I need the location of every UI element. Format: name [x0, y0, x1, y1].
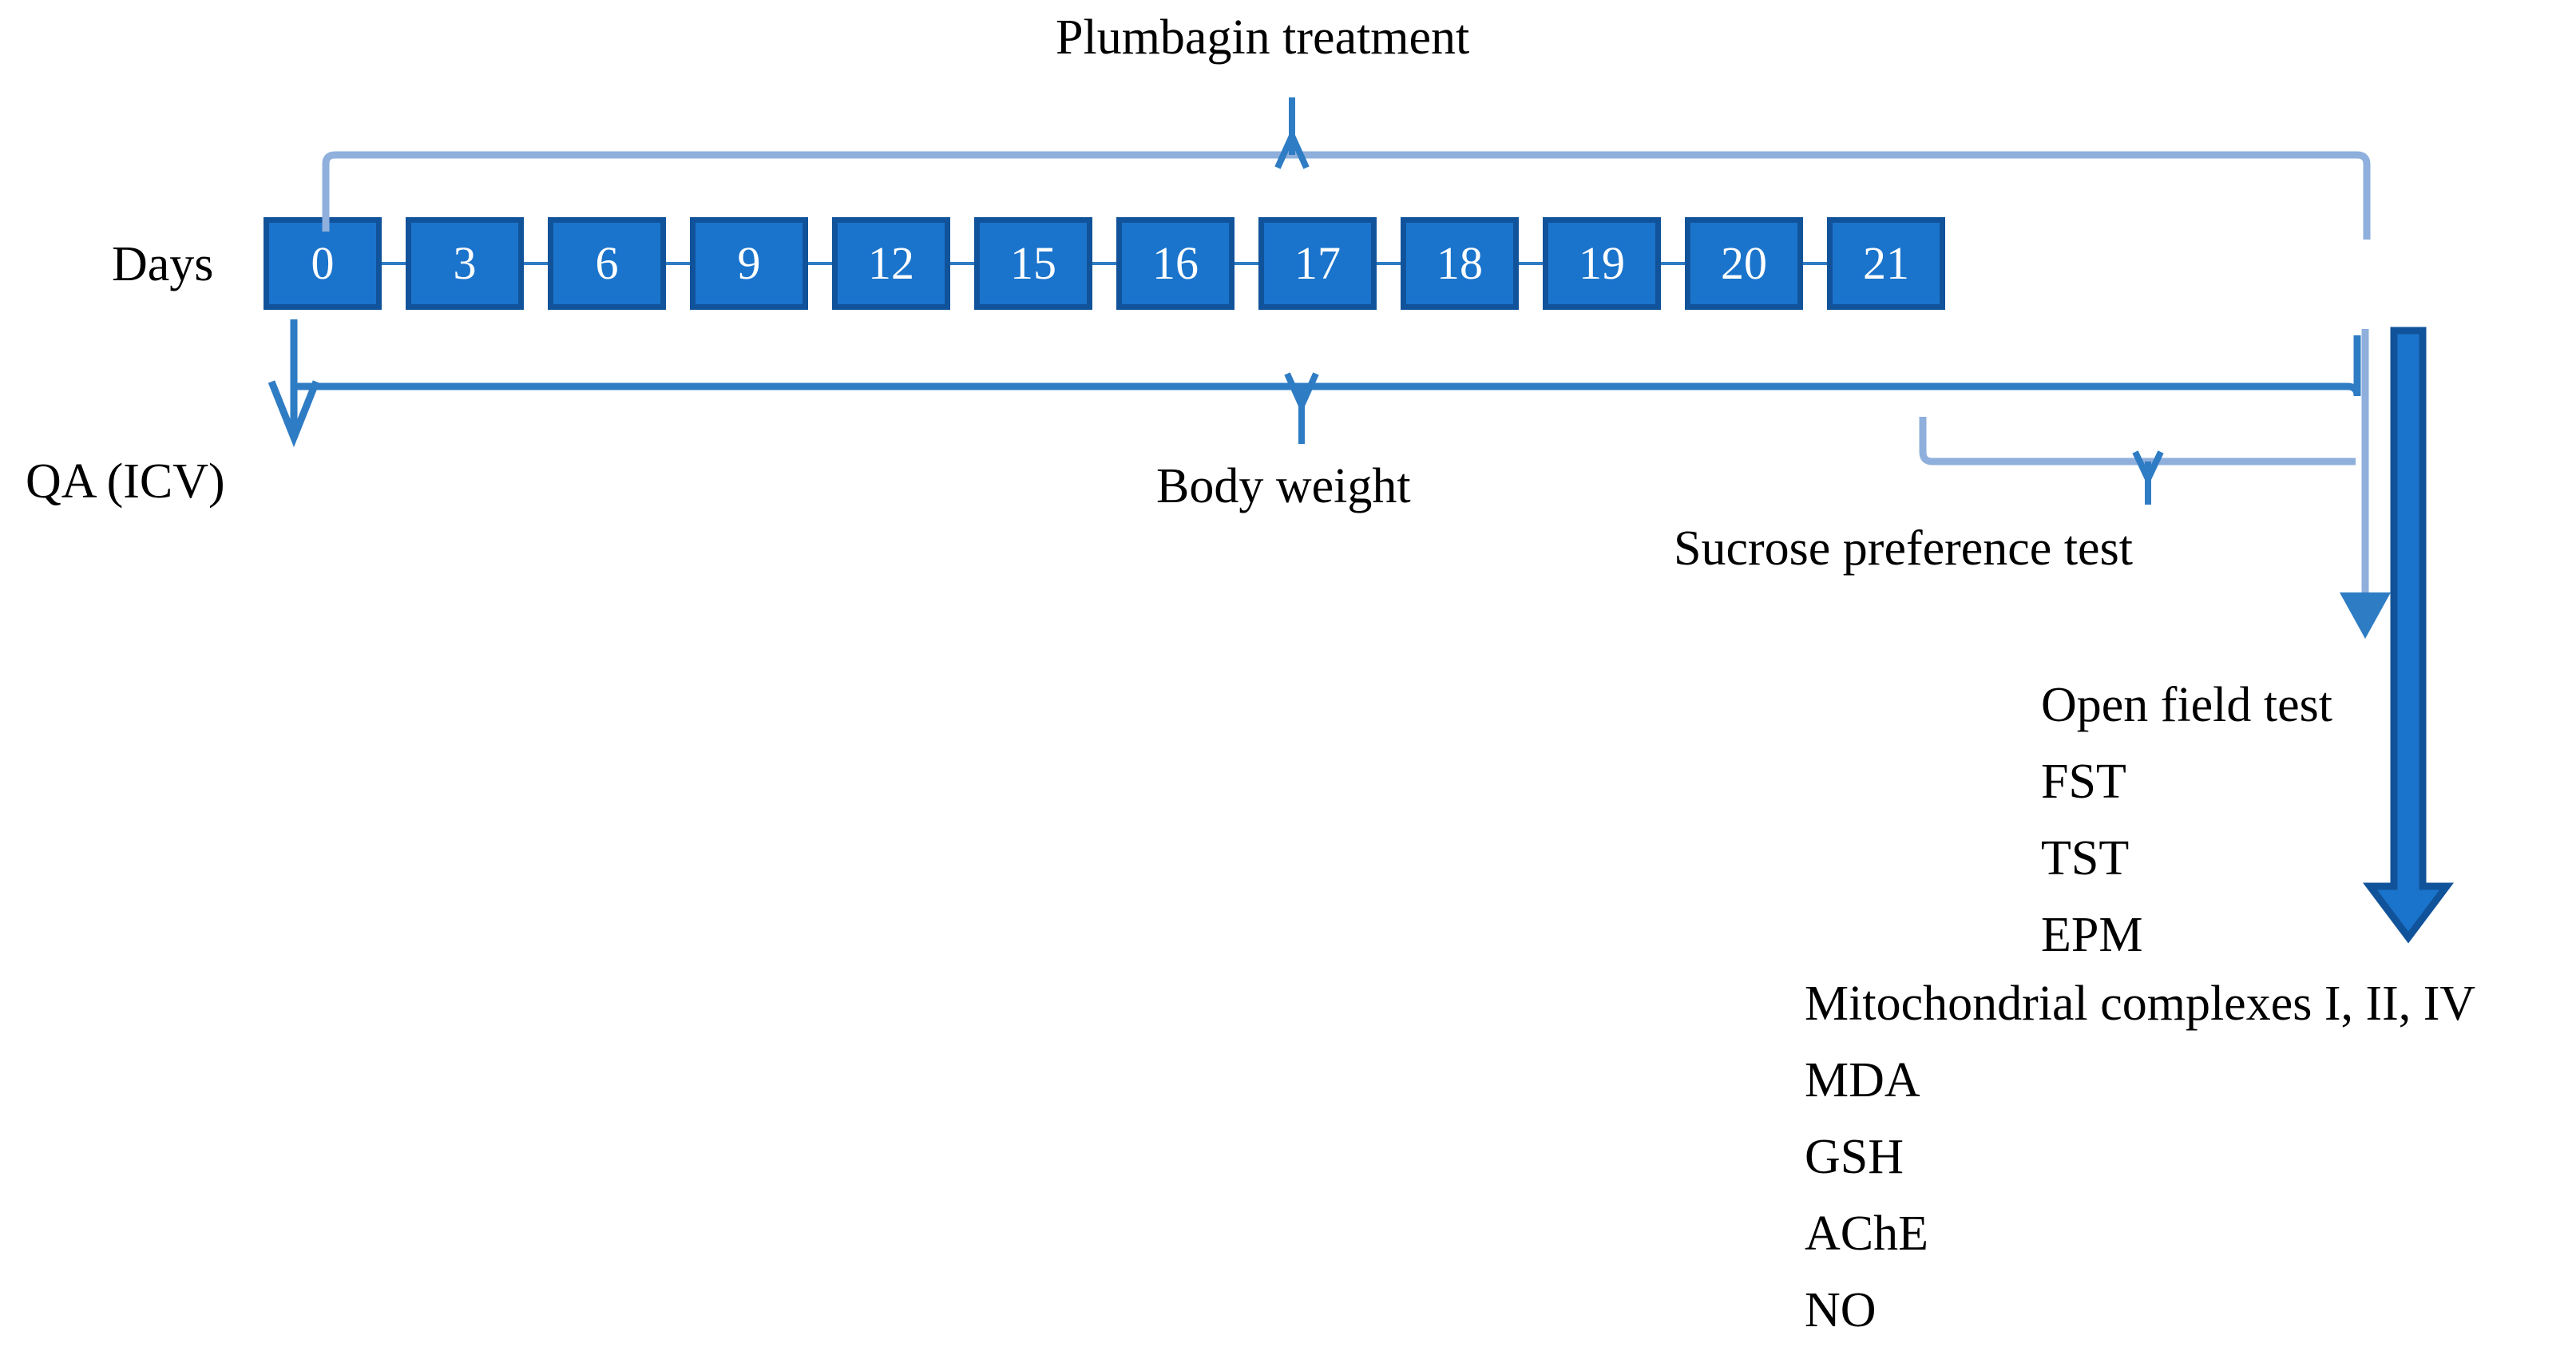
day-box-12[interactable]: 12 [832, 217, 950, 310]
plumbagin-treatment-label: Plumbagin treatment [1056, 10, 1470, 65]
day-connector-18-to-19 [1519, 262, 1543, 265]
day-box-17[interactable]: 17 [1258, 217, 1377, 310]
day-connector-15-to-16 [1092, 262, 1116, 265]
day-box-19[interactable]: 19 [1543, 217, 1661, 310]
assay-item-behavioral-1: FST [2041, 755, 2126, 809]
day-box-16[interactable]: 16 [1116, 217, 1234, 310]
day-connector-9-to-12 [808, 262, 832, 265]
day-connector-17-to-18 [1377, 262, 1401, 265]
assay-item-behavioral-3: EPM [2041, 908, 2143, 962]
day-connector-16-to-17 [1234, 262, 1258, 265]
days-axis-label: Days [112, 237, 214, 291]
assay-item-biochemical-0: Mitochondrial complexes I, II, IV [1805, 977, 2476, 1031]
day-box-15[interactable]: 15 [974, 217, 1092, 310]
day-box-6[interactable]: 6 [548, 217, 666, 310]
day-box-0[interactable]: 0 [264, 217, 382, 310]
assay-item-biochemical-2: GSH [1805, 1130, 1904, 1184]
day-connector-19-to-20 [1661, 262, 1685, 265]
day-box-21[interactable]: 21 [1827, 217, 1945, 310]
sucrose-preference-test-label: Sucrose preference test [1674, 521, 2133, 576]
assay-item-behavioral-0: Open field test [2041, 678, 2333, 732]
day-box-9[interactable]: 9 [690, 217, 808, 310]
day-box-18[interactable]: 18 [1401, 217, 1519, 310]
qa-icv-label: QA (ICV) [26, 454, 225, 509]
assay-item-behavioral-2: TST [2041, 831, 2130, 885]
day-box-20[interactable]: 20 [1685, 217, 1803, 310]
day-connector-20-to-21 [1803, 262, 1827, 265]
day-connector-12-to-15 [950, 262, 974, 265]
day-connector-6-to-9 [666, 262, 690, 265]
body-weight-label: Body weight [1156, 459, 1411, 513]
assay-item-biochemical-4: NO [1805, 1283, 1877, 1337]
day-connector-3-to-6 [524, 262, 548, 265]
assay-item-biochemical-1: MDA [1805, 1053, 1920, 1107]
day-box-3[interactable]: 3 [406, 217, 524, 310]
assay-item-biochemical-3: AChE [1805, 1206, 1928, 1261]
day-connector-0-to-3 [382, 262, 406, 265]
